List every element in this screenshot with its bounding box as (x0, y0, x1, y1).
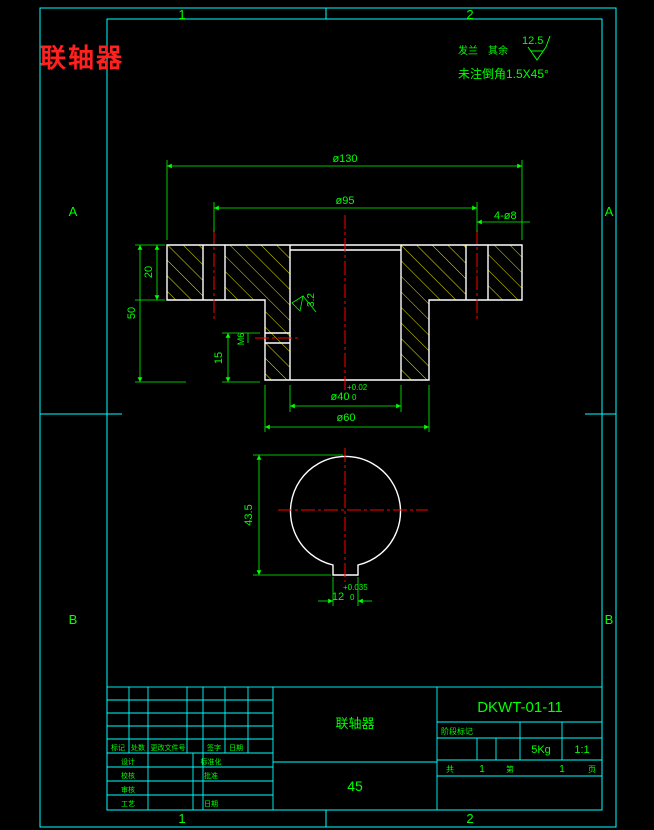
section-hatch-right (401, 245, 522, 380)
title-block-drawing-no: DKWT-01-11 (477, 699, 563, 716)
section-view (166, 215, 523, 395)
dimensions-section (135, 160, 530, 432)
title-block-material: 45 (347, 778, 363, 794)
frame-col-label-bottom-2: 2 (466, 811, 473, 826)
rev-header-count: 处数 (131, 743, 145, 752)
title-block-sheet-no: 1 (559, 764, 565, 775)
sign-row-review: 审核 (121, 785, 135, 794)
title-block-scale: 1:1 (574, 744, 589, 756)
dim-d40-tol-lower: 0 (352, 393, 357, 402)
title-block-sheet-unit: 页 (588, 765, 596, 774)
dim-h20: 20 (143, 266, 155, 278)
note-line-2: 未注倒角1.5X45° (458, 66, 549, 81)
frame-row-label-left-b: B (69, 612, 78, 627)
dim-h50: 50 (126, 307, 138, 319)
roughness-symbol-icon (527, 35, 551, 61)
dim-key-tol-lower: 0 (350, 593, 355, 602)
section-outline (166, 244, 523, 381)
dim-d95: ø95 (336, 195, 355, 207)
centerlines-section (213, 215, 478, 395)
dim-roughness-32: 3.2 (306, 293, 317, 307)
roughness-note: 12.5 发兰 其余 未注倒角1.5X45° (458, 35, 551, 81)
title-block-weight: 5Kg (531, 744, 551, 756)
title-block-stage-label: 阶段标记 (441, 726, 473, 736)
title-block-sheet-total-label: 共 (446, 765, 454, 774)
frame-col-label-bottom-1: 1 (178, 811, 185, 826)
rev-header-mark: 标记 (111, 743, 125, 752)
title-block-part-name: 联轴器 (335, 716, 374, 731)
sign-row-standard: 标准化 (201, 757, 222, 766)
dim-h15: 15 (213, 352, 225, 364)
rev-header-date: 日期 (229, 744, 243, 752)
frame-col-label-top-1: 1 (178, 7, 185, 22)
dim-d40-tol-upper: +0.02 (347, 383, 368, 392)
dim-key-width: 12 (332, 591, 344, 603)
frame-row-label-right-a: A (605, 204, 614, 219)
section-hatch-left (167, 245, 290, 380)
rev-header-file: 更改文件号 (151, 743, 186, 752)
dim-d60: ø60 (337, 412, 356, 424)
drawing-title: 联轴器 (40, 44, 125, 74)
roughness-value: 12.5 (522, 35, 543, 47)
dim-holes: 4-ø8 (494, 210, 517, 222)
dim-key-depth: 43.5 (243, 504, 255, 525)
frame-col-label-top-2: 2 (466, 7, 473, 22)
sign-row-date: 日期 (204, 800, 218, 808)
title-block-sheet-total: 1 (479, 764, 485, 775)
dim-m6: M6 (236, 333, 246, 346)
dim-key-tol-upper: +0.035 (343, 583, 368, 592)
rev-header-sign: 签字 (207, 743, 221, 752)
dimensions-end-view (253, 454, 372, 606)
frame-row-label-left-a: A (69, 204, 78, 219)
dim-d40: ø40 (331, 391, 350, 403)
roughness-32-symbol-icon (291, 295, 317, 313)
centerlines-end-view (278, 448, 428, 582)
sign-row-design: 设计 (121, 757, 135, 766)
sign-row-check: 校核 (121, 771, 135, 780)
note-line-1: 发兰 其余 (458, 44, 508, 57)
end-view: 43.5 12 +0.035 0 (243, 448, 428, 606)
title-block (106, 686, 603, 811)
dim-d130: ø130 (332, 153, 357, 165)
bore-with-keyway (289, 455, 402, 576)
sign-row-process: 工艺 (121, 800, 135, 808)
title-block-sheet-label: 第 (506, 764, 514, 774)
frame-row-label-right-b: B (605, 612, 614, 627)
sign-row-approve: 批准 (204, 771, 218, 780)
